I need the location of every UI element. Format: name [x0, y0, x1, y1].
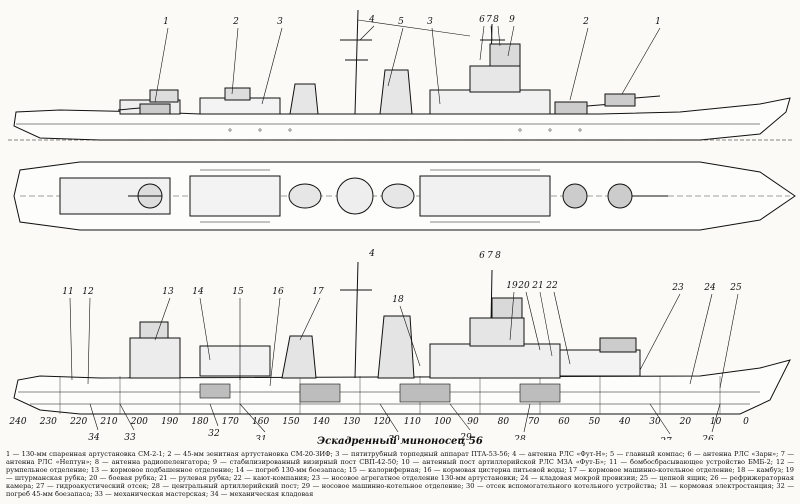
callout-number: 23: [671, 283, 684, 293]
figure-legend: 1 — 130-мм спаренная артустановка СМ-2-1…: [6, 450, 794, 498]
callout-number: 19: [506, 281, 518, 291]
callout-number: 27: [659, 437, 672, 440]
callout-number: 4: [368, 249, 375, 259]
callout-number: 14: [192, 287, 204, 297]
frame-number: 30: [649, 417, 661, 427]
frame-number: 80: [498, 417, 510, 427]
callout-number: 9: [509, 15, 515, 25]
frame-number: 200: [130, 417, 148, 427]
callout-number: 21: [531, 281, 543, 291]
callout-number: 8: [493, 15, 499, 25]
frame-number: 220: [69, 417, 87, 427]
frame-number: 160: [252, 417, 269, 427]
frame-number: 20: [679, 417, 692, 427]
callout-number: 33: [124, 433, 136, 440]
callout-number: 30: [388, 435, 400, 440]
callout-number: 22: [545, 281, 558, 291]
side-profile: [8, 9, 792, 141]
frame-number: 130: [343, 417, 360, 427]
callout-number: 15: [232, 287, 244, 297]
frame-number: 90: [467, 417, 479, 427]
callout-number: 18: [392, 295, 404, 305]
ship-drawing: 1234536789214678111213141516171819202122…: [8, 9, 796, 440]
frame-number: 10: [710, 417, 722, 427]
frame-number: 180: [191, 417, 208, 427]
callout-number: 7: [486, 15, 492, 25]
frame-number: 230: [39, 417, 57, 427]
frame-number: 150: [282, 417, 299, 427]
frame-number: 240: [8, 417, 26, 427]
frame-number: 120: [373, 417, 390, 427]
frame-number: 100: [434, 417, 451, 427]
callout-number: 12: [82, 287, 94, 297]
callout-number: 3: [427, 17, 433, 27]
callout-number: 24: [703, 283, 716, 293]
callout-number: 6: [479, 251, 485, 261]
frame-number: 60: [558, 417, 570, 427]
frame-number: 170: [222, 417, 239, 427]
frame-number: 140: [313, 417, 330, 427]
callout-number: 31: [255, 435, 266, 440]
callout-number: 2: [232, 17, 239, 27]
callout-number: 34: [88, 433, 100, 440]
callout-number: 25: [729, 283, 742, 293]
frame-number: 210: [99, 417, 117, 427]
callout-number: 3: [277, 17, 283, 27]
callout-number: 17: [312, 287, 324, 297]
callout-number: 11: [62, 287, 73, 297]
frame-number: 50: [589, 417, 601, 427]
callout-number: 20: [517, 281, 530, 291]
plan-view: [13, 161, 796, 231]
callout-number: 16: [272, 287, 284, 297]
callout-number: 29: [459, 433, 472, 440]
callout-number: 7: [487, 251, 493, 261]
callout-number: 1: [655, 17, 661, 27]
callout-number: 28: [513, 435, 526, 440]
figure-title: Эскадренный миноносец 56: [317, 436, 483, 447]
frame-number: 110: [404, 417, 421, 427]
callout-number: 6: [479, 15, 485, 25]
longitudinal-section: [13, 261, 791, 435]
callout-number: 13: [162, 287, 174, 297]
frame-number: 70: [528, 417, 540, 427]
callout-number: 5: [398, 17, 404, 27]
callout-number: 1: [163, 17, 169, 27]
frame-number: 0: [743, 417, 749, 427]
frame-number: 40: [618, 417, 631, 427]
callout-number: 8: [495, 251, 501, 261]
frame-number: 190: [161, 417, 178, 427]
callout-number: 2: [582, 17, 589, 27]
callout-number: 32: [208, 429, 220, 439]
callout-number: 26: [701, 435, 714, 440]
callout-number: 4: [368, 15, 375, 25]
